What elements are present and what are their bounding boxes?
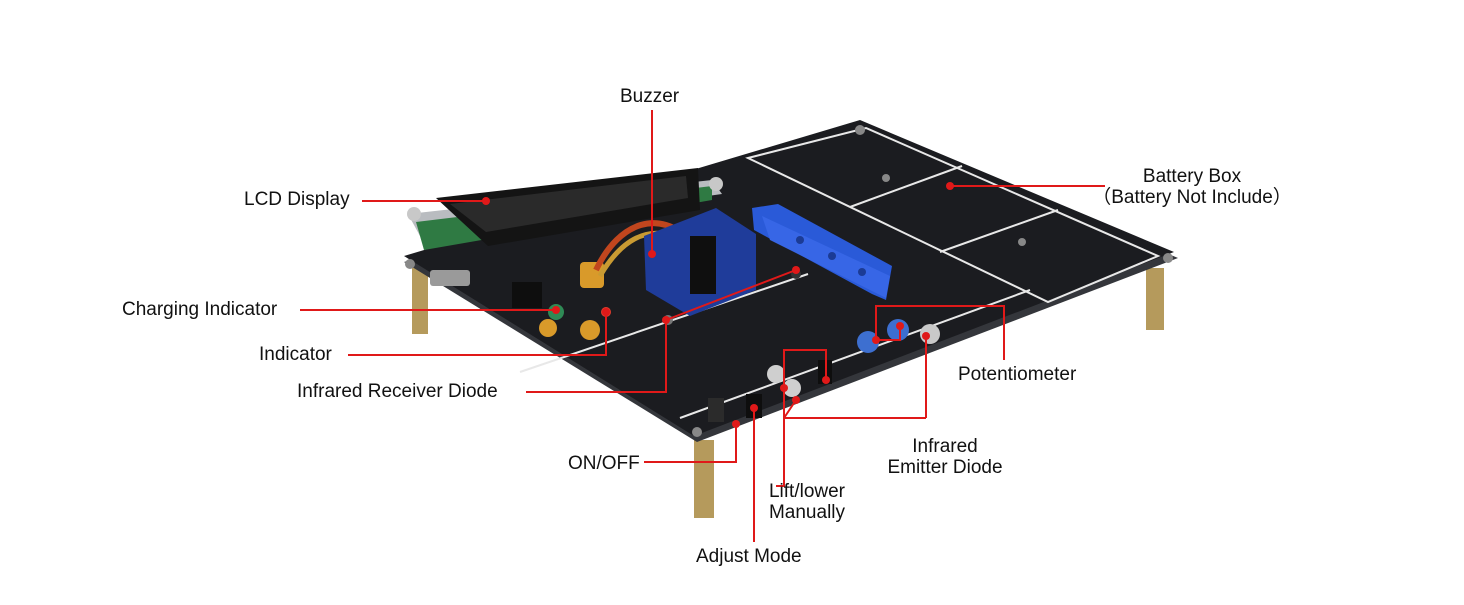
- lcd-display-label: LCD Display: [244, 189, 350, 210]
- indicator-label: Indicator: [259, 344, 332, 365]
- battery-box-title: Battery Box: [1142, 166, 1242, 187]
- battery-not-included-note: （Battery Not Include）: [1092, 187, 1292, 208]
- infrared-emitter-line2: Emitter Diode: [887, 457, 1003, 478]
- battery-box-label: Battery Box （Battery Not Include）: [1092, 166, 1292, 208]
- callout-lines: [300, 110, 1105, 542]
- lift-lower-line1: Lift/lower: [768, 481, 846, 502]
- lift-lower-line2: Manually: [768, 502, 846, 523]
- infrared-emitter-line1: Infrared: [912, 436, 978, 457]
- callout-dots: [482, 182, 954, 428]
- potentiometer-label: Potentiometer: [958, 364, 1077, 385]
- buzzer-label: Buzzer: [620, 86, 680, 107]
- infrared-emitter-diode-label: Infrared Emitter Diode: [870, 436, 1020, 478]
- lift-lower-manually-label: Lift/lower Manually: [752, 481, 862, 523]
- adjust-mode-label: Adjust Mode: [696, 546, 802, 567]
- servo-motor: [644, 204, 892, 316]
- on-off-label: ON/OFF: [568, 453, 640, 474]
- charging-indicator-label: Charging Indicator: [122, 299, 278, 320]
- lcd-module: [407, 168, 723, 250]
- infrared-receiver-diode-label: Infrared Receiver Diode: [297, 381, 498, 402]
